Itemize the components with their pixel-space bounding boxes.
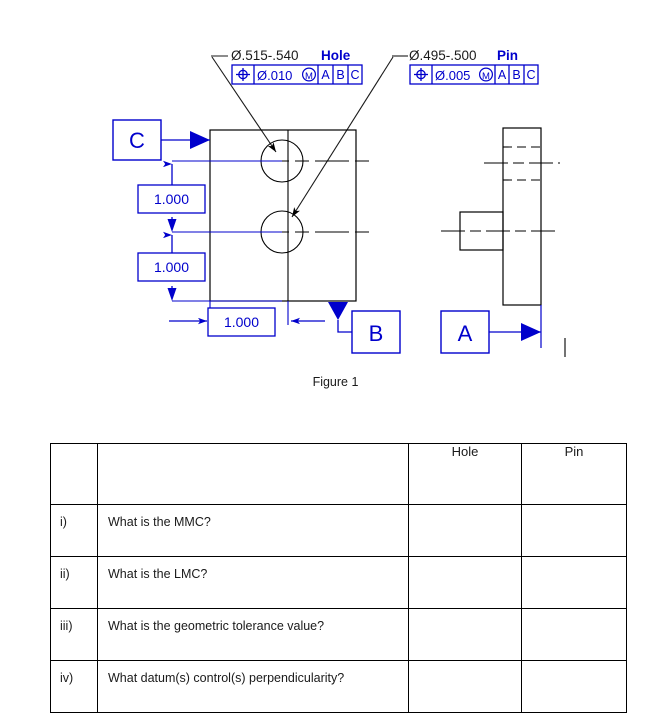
row-question: What is the geometric tolerance value? — [97, 608, 409, 661]
svg-text:M: M — [482, 71, 490, 82]
dim1-box — [137, 184, 206, 214]
pin-datum-a: A — [498, 68, 507, 82]
dim2-box — [137, 252, 206, 282]
datum-feature-c: C — [112, 119, 210, 161]
header-cell-pin: Pin — [521, 443, 627, 505]
pin-callout-group: Ø.495-.500 Pin Ø.005 — [291, 48, 539, 218]
table-row: ii) What is the LMC? — [50, 556, 627, 609]
pin-feature-control-frame: Ø.005 M A B C — [409, 64, 539, 85]
row-question: What is the LMC? — [97, 556, 409, 609]
hole-tolerance-text: Ø.010 — [257, 68, 292, 83]
hole-datum-a: A — [321, 68, 330, 82]
row-answer-hole[interactable] — [408, 504, 522, 557]
pin-label-text: Pin — [497, 48, 518, 63]
row-answer-pin[interactable] — [521, 556, 627, 609]
pin-tolerance-text: Ø.005 — [435, 68, 470, 83]
hole-feature-control-frame: Ø.010 M A B C — [231, 64, 363, 85]
datum-b-triangle-icon — [328, 302, 348, 320]
table-row: i) What is the MMC? — [50, 504, 627, 557]
datum-b-leader — [337, 320, 352, 333]
hdim-box — [207, 307, 276, 337]
datum-b-box — [351, 310, 401, 354]
hole-leader-line — [211, 56, 277, 153]
datum-c-triangle-icon — [190, 131, 210, 149]
datum-feature-a: A — [440, 305, 566, 357]
row-question: What datum(s) control(s) perpendicularit… — [97, 660, 409, 713]
hole-dimension-text: Ø.515-.540 — [231, 48, 299, 63]
datum-feature-b: B — [328, 302, 401, 354]
row-answer-pin[interactable] — [521, 504, 627, 557]
mmc-modifier-icon: M — [479, 67, 494, 82]
hole-datum-c: C — [350, 68, 359, 82]
datum-a-triangle-icon — [521, 323, 541, 341]
header-cell-question — [97, 443, 409, 505]
pin-datum-c: C — [526, 68, 535, 82]
row-answer-pin[interactable] — [521, 660, 627, 713]
row-number: ii) — [50, 556, 98, 609]
dim1-arrowhead-down — [167, 219, 177, 232]
horizontal-dimension: 1.000 — [169, 301, 325, 337]
table-row: iv) What datum(s) control(s) perpendicul… — [50, 660, 627, 713]
row-number: i) — [50, 504, 98, 557]
vertical-dimension-2: 1.000 — [137, 231, 206, 301]
table-header-row: Hole Pin — [50, 443, 627, 505]
row-answer-hole[interactable] — [408, 556, 522, 609]
side-view-plate-outline — [502, 127, 542, 306]
hole-label-text: Hole — [321, 48, 351, 63]
vertical-dimension-1: 1.000 — [137, 160, 206, 232]
drawing-canvas: Ø.515-.540 Hole Ø.010 — [112, 48, 566, 357]
hdim-value: 1.000 — [224, 314, 259, 330]
pin-dimension-text: Ø.495-.500 — [409, 48, 477, 63]
hole-datum-b: B — [336, 68, 344, 82]
dim1-value: 1.000 — [154, 191, 189, 207]
row-number: iii) — [50, 608, 98, 661]
header-cell-hole: Hole — [408, 443, 522, 505]
pin-leader-line — [291, 56, 394, 218]
row-question: What is the MMC? — [97, 504, 409, 557]
datum-c-letter: C — [129, 128, 145, 153]
figure-caption: Figure 1 — [312, 375, 359, 389]
header-cell-num — [50, 443, 98, 505]
svg-text:M: M — [305, 71, 313, 82]
datum-a-letter: A — [458, 321, 473, 346]
dim2-arrowhead-down — [167, 288, 177, 301]
front-view — [172, 129, 375, 302]
dim2-value: 1.000 — [154, 259, 189, 275]
front-view-outline — [209, 129, 357, 302]
row-answer-pin[interactable] — [521, 608, 627, 661]
mmc-modifier-icon: M — [302, 67, 317, 82]
datum-b-letter: B — [369, 321, 384, 346]
table-row: iii) What is the geometric tolerance val… — [50, 608, 627, 661]
row-answer-hole[interactable] — [408, 660, 522, 713]
engineering-drawing: Ø.515-.540 Hole Ø.010 — [112, 48, 566, 389]
position-symbol-icon — [414, 68, 428, 81]
position-symbol-icon — [236, 68, 250, 81]
question-table: Hole Pin i) What is the MMC? — [50, 443, 627, 713]
hole-callout-group: Ø.515-.540 Hole Ø.010 — [211, 48, 363, 153]
row-answer-hole[interactable] — [408, 608, 522, 661]
side-view — [441, 127, 560, 306]
row-number: iv) — [50, 660, 98, 713]
pin-datum-b: B — [512, 68, 520, 82]
